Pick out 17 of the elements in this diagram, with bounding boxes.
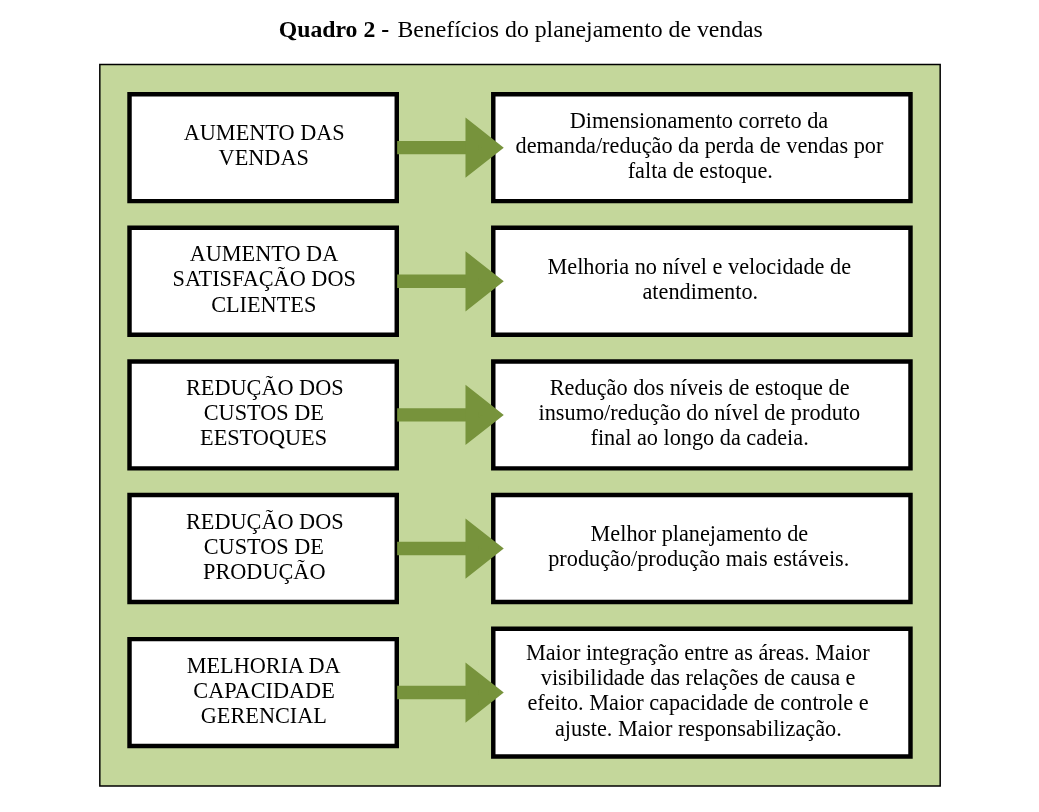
node-box: Maior integração entre as áreas. Maior visibilidade das relações de causa e efeito. Maior capacidade de controle e ajuste. Maior responsabilização. [490, 626, 913, 759]
node-box: Melhor planejamento de produção/produção mais estáveis. [490, 492, 913, 605]
node-box: REDUÇÃO DOS CUSTOS DE EESTOQUES [126, 359, 399, 471]
diagram-title: Quadro 2 - Benefícios do planejamento de vendas [278, 16, 763, 43]
cluster [98, 63, 941, 787]
arrow [396, 518, 504, 579]
node-box: AUMENTO DA SATISFAÇÃO DOS CLIENTES [126, 225, 399, 337]
node-box: AUMENTO DAS VENDAS [126, 91, 399, 204]
arrow [396, 662, 504, 723]
node-box: Dimensionamento correto da demanda/redução da perda de vendas por falta de estoque. [490, 91, 913, 204]
arrow [396, 117, 504, 178]
node-box: Redução dos níveis de estoque de insumo/redução do nível de produto final ao longo da cadeia. [490, 359, 913, 471]
arrow [396, 251, 504, 312]
node-box: REDUÇÃO DOS CUSTOS DE PRODUÇÃO [126, 492, 399, 605]
arrow [396, 384, 504, 446]
node-box: Melhoria no nível e velocidade de atendimento. [490, 225, 913, 337]
node-box: MELHORIA DA CAPACIDADE GERENCIAL [126, 636, 399, 749]
